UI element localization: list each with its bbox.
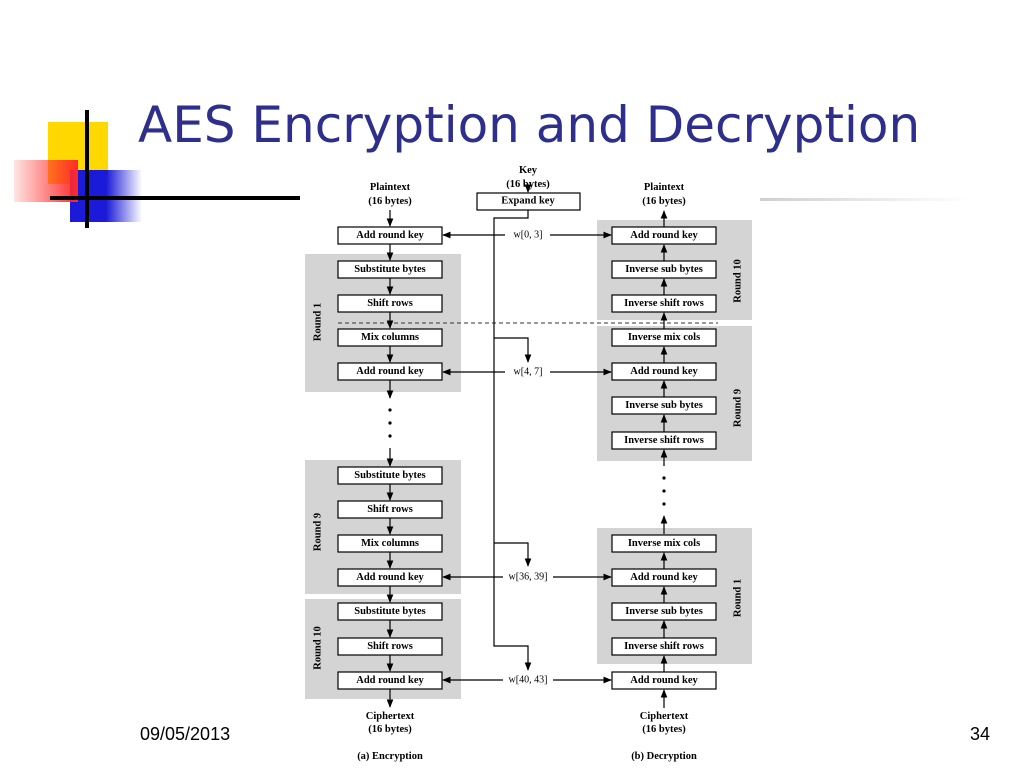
slide-date: 09/05/2013 xyxy=(140,724,231,744)
enc-ciphertext-size: (16 bytes) xyxy=(368,724,412,735)
dec-round-1-label: Round 1 xyxy=(733,579,744,617)
dec-round-9-label: Round 9 xyxy=(733,389,744,427)
enc-r1-substitute-bytes: Substitute bytes xyxy=(337,260,443,279)
enc-r9-shift-rows: Shift rows xyxy=(337,500,443,519)
dec-r1-inverse-sub-bytes: Inverse sub bytes xyxy=(611,602,717,621)
svg-text:Add round key: Add round key xyxy=(356,366,424,377)
enc-r9-substitute-bytes: Substitute bytes xyxy=(337,466,443,485)
encryption-caption: (a) Encryption xyxy=(357,751,423,762)
enc-r10-shift-rows: Shift rows xyxy=(337,637,443,656)
svg-text:Inverse mix cols: Inverse mix cols xyxy=(628,538,700,549)
dec-r9-inverse-shift-rows: Inverse shift rows xyxy=(611,431,717,450)
key-w4-label: w[4, 7] xyxy=(514,367,543,378)
enc-r9-mix-columns: Mix columns xyxy=(337,534,443,553)
enc-add-round-key-initial: Add round key xyxy=(337,226,443,245)
enc-plaintext-size: (16 bytes) xyxy=(368,196,412,207)
svg-text:Inverse sub bytes: Inverse sub bytes xyxy=(625,264,703,275)
key-label: Key xyxy=(519,165,538,176)
enc-r1-shift-rows: Shift rows xyxy=(337,294,443,313)
key-schedule-lines xyxy=(493,184,532,671)
svg-text:Inverse shift rows: Inverse shift rows xyxy=(624,641,704,652)
dec-r1-add-round-key: Add round key xyxy=(611,568,717,587)
dec-plaintext-label: Plaintext xyxy=(644,182,685,193)
svg-text:Add round key: Add round key xyxy=(630,675,698,686)
svg-text:Substitute bytes: Substitute bytes xyxy=(354,470,425,481)
red-square-decoration xyxy=(14,160,78,202)
enc-round-1-label: Round 1 xyxy=(313,303,324,341)
dec-r9-inverse-sub-bytes: Inverse sub bytes xyxy=(611,396,717,415)
svg-text:Add round key: Add round key xyxy=(630,572,698,583)
dec-round-10-label: Round 10 xyxy=(733,259,744,302)
dec-r1-inverse-mix-cols: Inverse mix cols xyxy=(611,534,717,553)
enc-plaintext-label: Plaintext xyxy=(370,182,411,193)
enc-r10-add-round-key: Add round key xyxy=(337,671,443,690)
svg-text:Add round key: Add round key xyxy=(356,675,424,686)
dec-ellipsis xyxy=(662,476,666,506)
dec-r9-inverse-mix-cols: Inverse mix cols xyxy=(611,328,717,347)
enc-ellipsis xyxy=(388,408,392,438)
enc-round-10-label: Round 10 xyxy=(313,626,324,669)
dec-ciphertext-size: (16 bytes) xyxy=(642,724,686,735)
title-rule-fade xyxy=(760,198,970,201)
enc-r1-mix-columns: Mix columns xyxy=(337,328,443,347)
dec-r10-inverse-shift-rows: Inverse shift rows xyxy=(611,294,717,313)
dec-r10-inverse-sub-bytes: Inverse sub bytes xyxy=(611,260,717,279)
svg-text:Add round key: Add round key xyxy=(356,572,424,583)
enc-r9-add-round-key: Add round key xyxy=(337,568,443,587)
svg-text:Mix columns: Mix columns xyxy=(361,538,419,549)
enc-r1-add-round-key: Add round key xyxy=(337,362,443,381)
slide-title: AES Encryption and Decryption xyxy=(138,96,921,154)
svg-text:Add round key: Add round key xyxy=(630,366,698,377)
dec-plaintext-size: (16 bytes) xyxy=(642,196,686,207)
svg-text:Inverse shift rows: Inverse shift rows xyxy=(624,435,704,446)
enc-ciphertext-label: Ciphertext xyxy=(366,711,415,722)
dec-add-round-key-initial: Add round key xyxy=(611,671,717,690)
key-size: (16 bytes) xyxy=(506,179,550,190)
enc-r10-substitute-bytes: Substitute bytes xyxy=(337,602,443,621)
svg-text:Shift rows: Shift rows xyxy=(367,641,413,652)
svg-text:Substitute bytes: Substitute bytes xyxy=(354,606,425,617)
vertical-rule-decoration xyxy=(85,110,89,228)
title-rule xyxy=(50,196,300,200)
key-w36-label: w[36, 39] xyxy=(509,572,548,583)
svg-text:Add round key: Add round key xyxy=(356,230,424,241)
svg-text:Inverse sub bytes: Inverse sub bytes xyxy=(625,606,703,617)
dec-ciphertext-label: Ciphertext xyxy=(640,711,689,722)
key-w40-label: w[40, 43] xyxy=(509,675,548,686)
svg-text:Expand key: Expand key xyxy=(501,196,555,207)
dec-r10-add-round-key: Add round key xyxy=(611,226,717,245)
svg-text:Inverse sub bytes: Inverse sub bytes xyxy=(625,400,703,411)
expand-key-box: Expand key xyxy=(476,192,581,211)
svg-text:Inverse shift rows: Inverse shift rows xyxy=(624,298,704,309)
svg-text:Mix columns: Mix columns xyxy=(361,332,419,343)
svg-text:Shift rows: Shift rows xyxy=(367,298,413,309)
svg-text:Add round key: Add round key xyxy=(630,230,698,241)
slide-page-number: 34 xyxy=(970,724,991,744)
key-w0-label: w[0, 3] xyxy=(514,230,543,241)
decryption-caption: (b) Decryption xyxy=(631,751,697,762)
svg-text:Shift rows: Shift rows xyxy=(367,504,413,515)
dec-r9-add-round-key: Add round key xyxy=(611,362,717,381)
dec-r1-inverse-shift-rows: Inverse shift rows xyxy=(611,637,717,656)
enc-round-9-label: Round 9 xyxy=(313,513,324,551)
svg-text:Inverse mix cols: Inverse mix cols xyxy=(628,332,700,343)
svg-text:Substitute bytes: Substitute bytes xyxy=(354,264,425,275)
